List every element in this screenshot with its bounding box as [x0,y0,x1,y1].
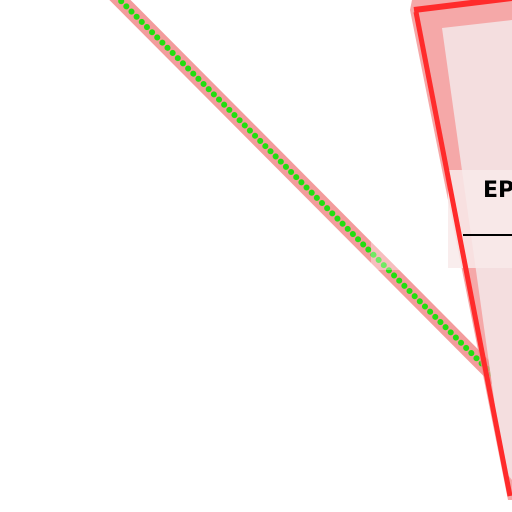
ep-node-label: EP [483,178,512,203]
ep-node[interactable]: EP [410,0,512,500]
connector-glare [371,240,405,270]
connector-dotted-line [115,0,512,399]
connector-edge[interactable] [109,0,512,405]
ep-node-border [413,11,512,497]
ep-node-top-border [413,0,512,13]
